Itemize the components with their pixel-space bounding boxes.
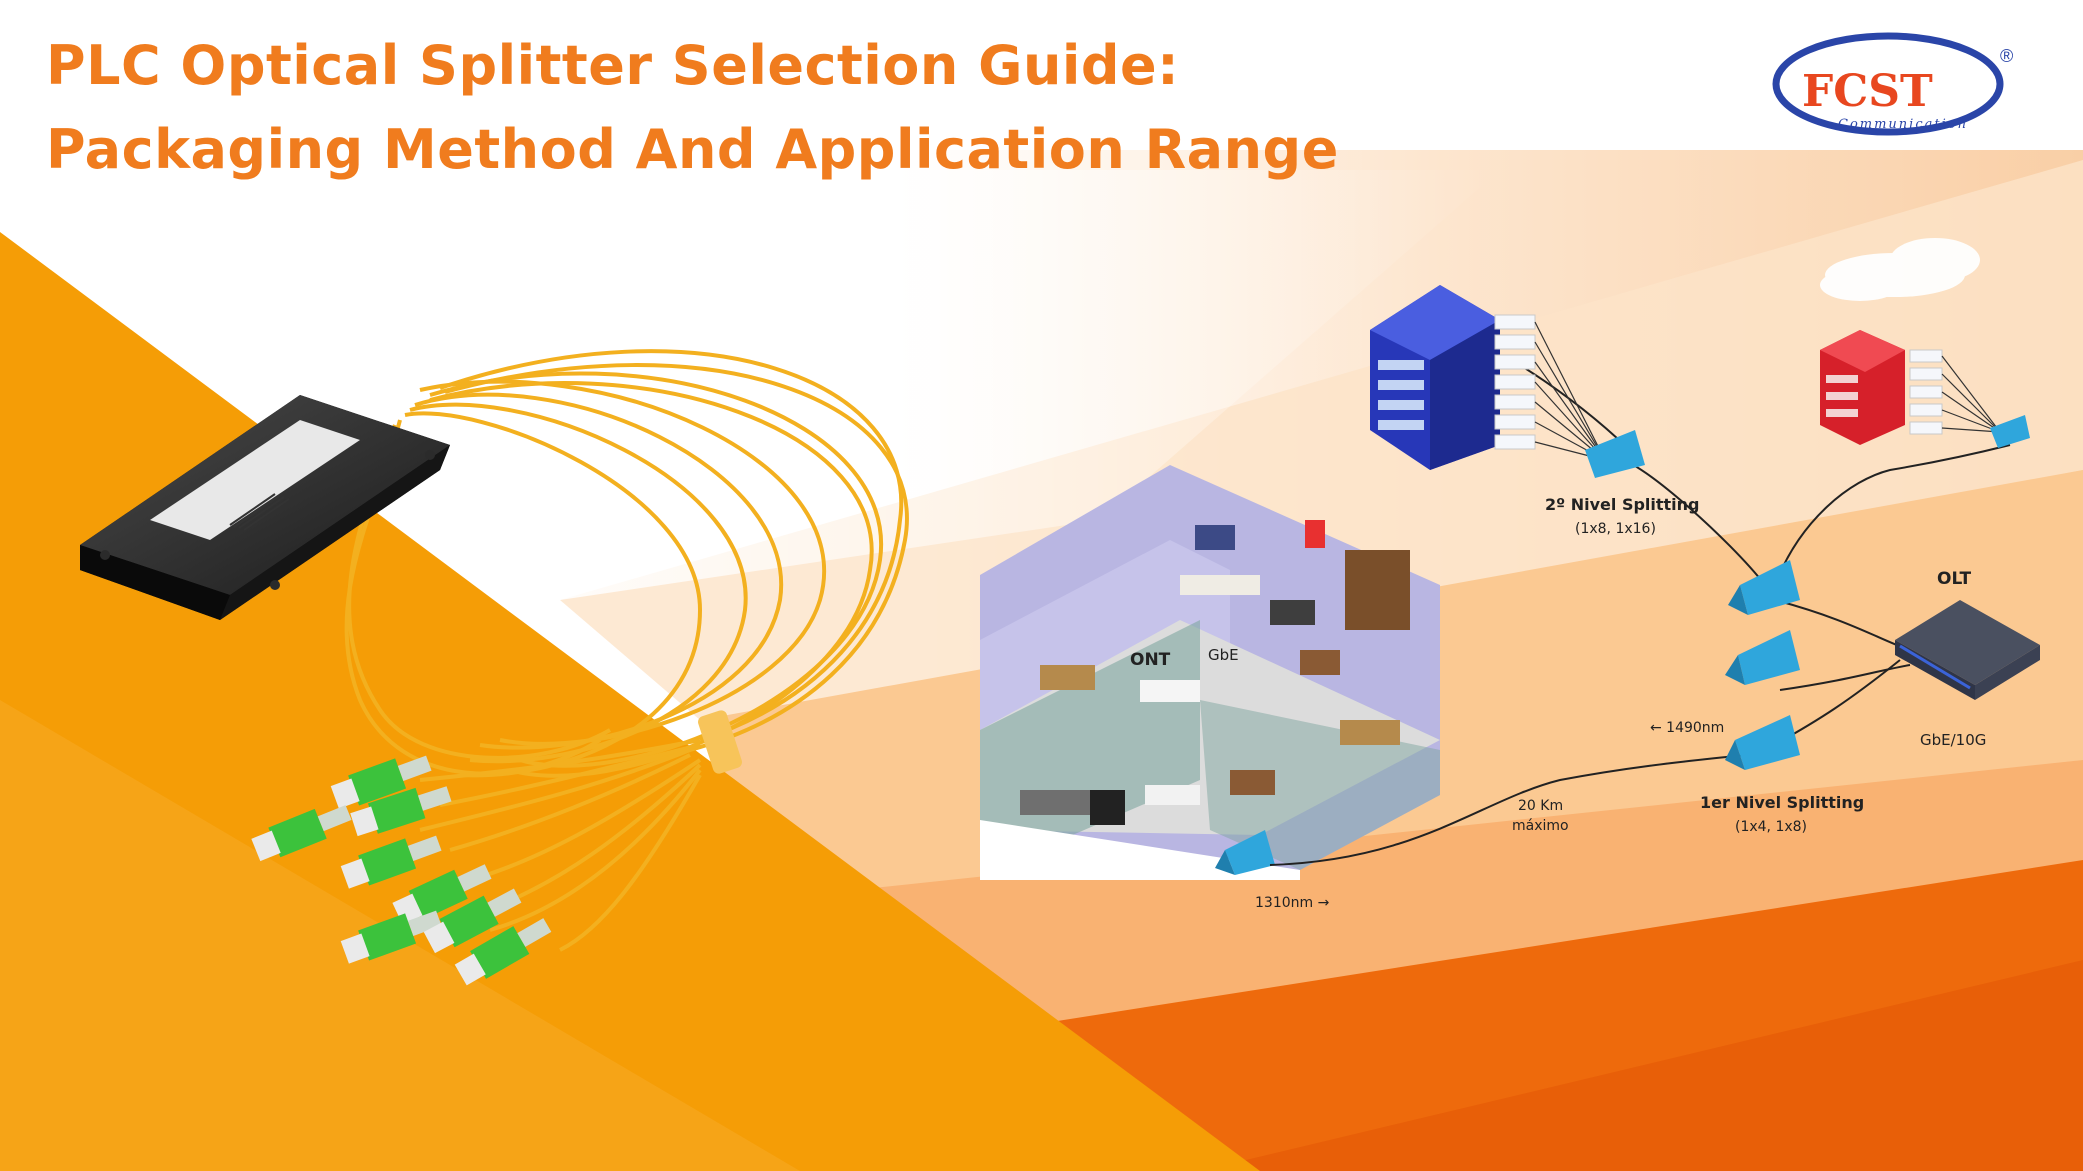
logo-ring-icon [1772, 32, 2004, 136]
building-red-icon [1820, 330, 2030, 448]
title-line-2: Packaging Method And Application Range [46, 118, 1339, 181]
ont-label: ONT [1130, 650, 1171, 670]
cloud-icon [1820, 238, 1980, 301]
fcst-logo: FCST Communication ® [1772, 32, 2013, 136]
olt-device [1895, 600, 2040, 700]
level1-ratio: (1x4, 1x8) [1735, 819, 1807, 835]
distance-line1: 20 Km [1518, 798, 1563, 814]
level1-title: 1er Nivel Splitting [1700, 793, 1864, 812]
olt-label: OLT [1937, 569, 1971, 589]
gbe10g-label: GbE/10G [1920, 731, 1986, 749]
wavelength-down: ← 1490nm [1650, 720, 1724, 736]
title-line-1: PLC Optical Splitter Selection Guide: [46, 34, 1180, 97]
plc-splitter-product [80, 349, 909, 986]
ftth-network-diagram: ONT GbE OLT GbE/10G 2º Nivel Splitting (… [980, 285, 2040, 911]
logo-subtitle: Communication [1838, 117, 1968, 132]
logo-brand: FCST [1802, 66, 1933, 117]
wavelength-up: 1310nm → [1255, 895, 1330, 911]
splitter-level1 [1725, 560, 1800, 770]
level2-title: 2º Nivel Splitting [1545, 495, 1700, 514]
sc-connectors [251, 755, 552, 986]
level2-ratio: (1x8, 1x16) [1575, 521, 1656, 537]
gbe-label: GbE [1208, 646, 1239, 664]
house-illustration [980, 465, 1440, 880]
building-blue-icon [1370, 285, 1645, 478]
distance-line2: máximo [1512, 818, 1569, 834]
registered-mark: ® [2000, 46, 2013, 66]
